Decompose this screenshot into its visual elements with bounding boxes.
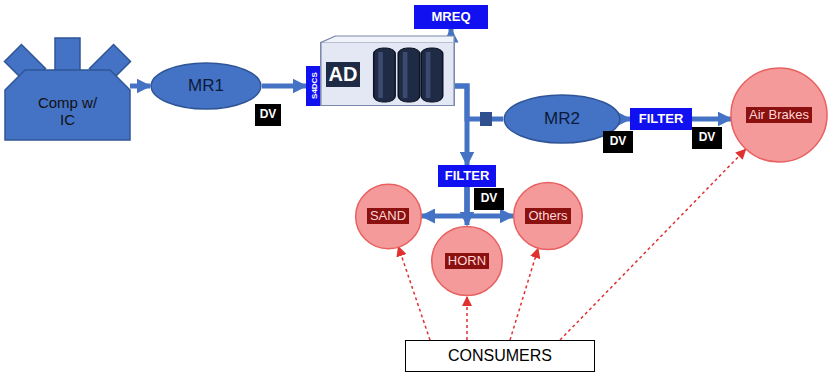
node-label: DV (610, 135, 627, 149)
consumer-circle: Air Brakes (730, 66, 828, 164)
node-label: FILTER (445, 169, 490, 184)
node-label: SAND (367, 208, 409, 225)
consumer-circle: HORN (431, 225, 503, 297)
air-pipe (262, 84, 306, 89)
node-label: MREQ (432, 10, 471, 25)
component-label: Comp w/ IC (38, 94, 98, 129)
node-label: CONSUMERS (448, 347, 552, 365)
air-dryer: AD (320, 42, 455, 106)
node-label: AD (326, 62, 361, 87)
air-pipe (455, 86, 504, 119)
node-label: MR1 (188, 76, 224, 96)
node-label: S4DCS (309, 73, 318, 100)
drain-valve-tag: DV (474, 188, 504, 210)
consumer-circle: Others (513, 181, 583, 251)
consumer-pointer (466, 297, 468, 340)
consumer-pointer (510, 249, 538, 340)
compressor: Comp w/ IC (5, 32, 130, 140)
air-pipe (692, 117, 731, 122)
air-pipe (621, 117, 630, 122)
drain-valve-tag: DV (692, 127, 722, 149)
drain-valve-tag: DV (255, 104, 281, 126)
node-label: DV (699, 131, 716, 145)
node-label: Others (525, 208, 570, 225)
filter-tag: FILTER (630, 108, 692, 130)
consumers-box: CONSUMERS (405, 340, 595, 372)
air-pipe (422, 187, 468, 216)
node-label: DV (481, 192, 498, 206)
component-tag: MREQ (414, 5, 488, 29)
node-label: Air Brakes (746, 107, 812, 124)
node-label: FILTER (639, 112, 684, 127)
node-label: MR2 (544, 109, 580, 129)
consumer-pointer (398, 247, 430, 340)
reservoir-ellipse: MR1 (150, 62, 262, 110)
drain-valve-tag: DV (603, 131, 633, 153)
air-pipe (130, 84, 150, 89)
node-label: HORN (445, 253, 489, 270)
consumer-circle: SAND (355, 183, 422, 250)
consumer-pointer (560, 149, 746, 340)
check-valve (480, 112, 492, 126)
air-pipe (455, 86, 468, 165)
node-label: DV (260, 108, 277, 122)
air-pipe (467, 187, 513, 216)
filter-tag: FILTER (438, 165, 496, 187)
connector-group (130, 29, 746, 340)
